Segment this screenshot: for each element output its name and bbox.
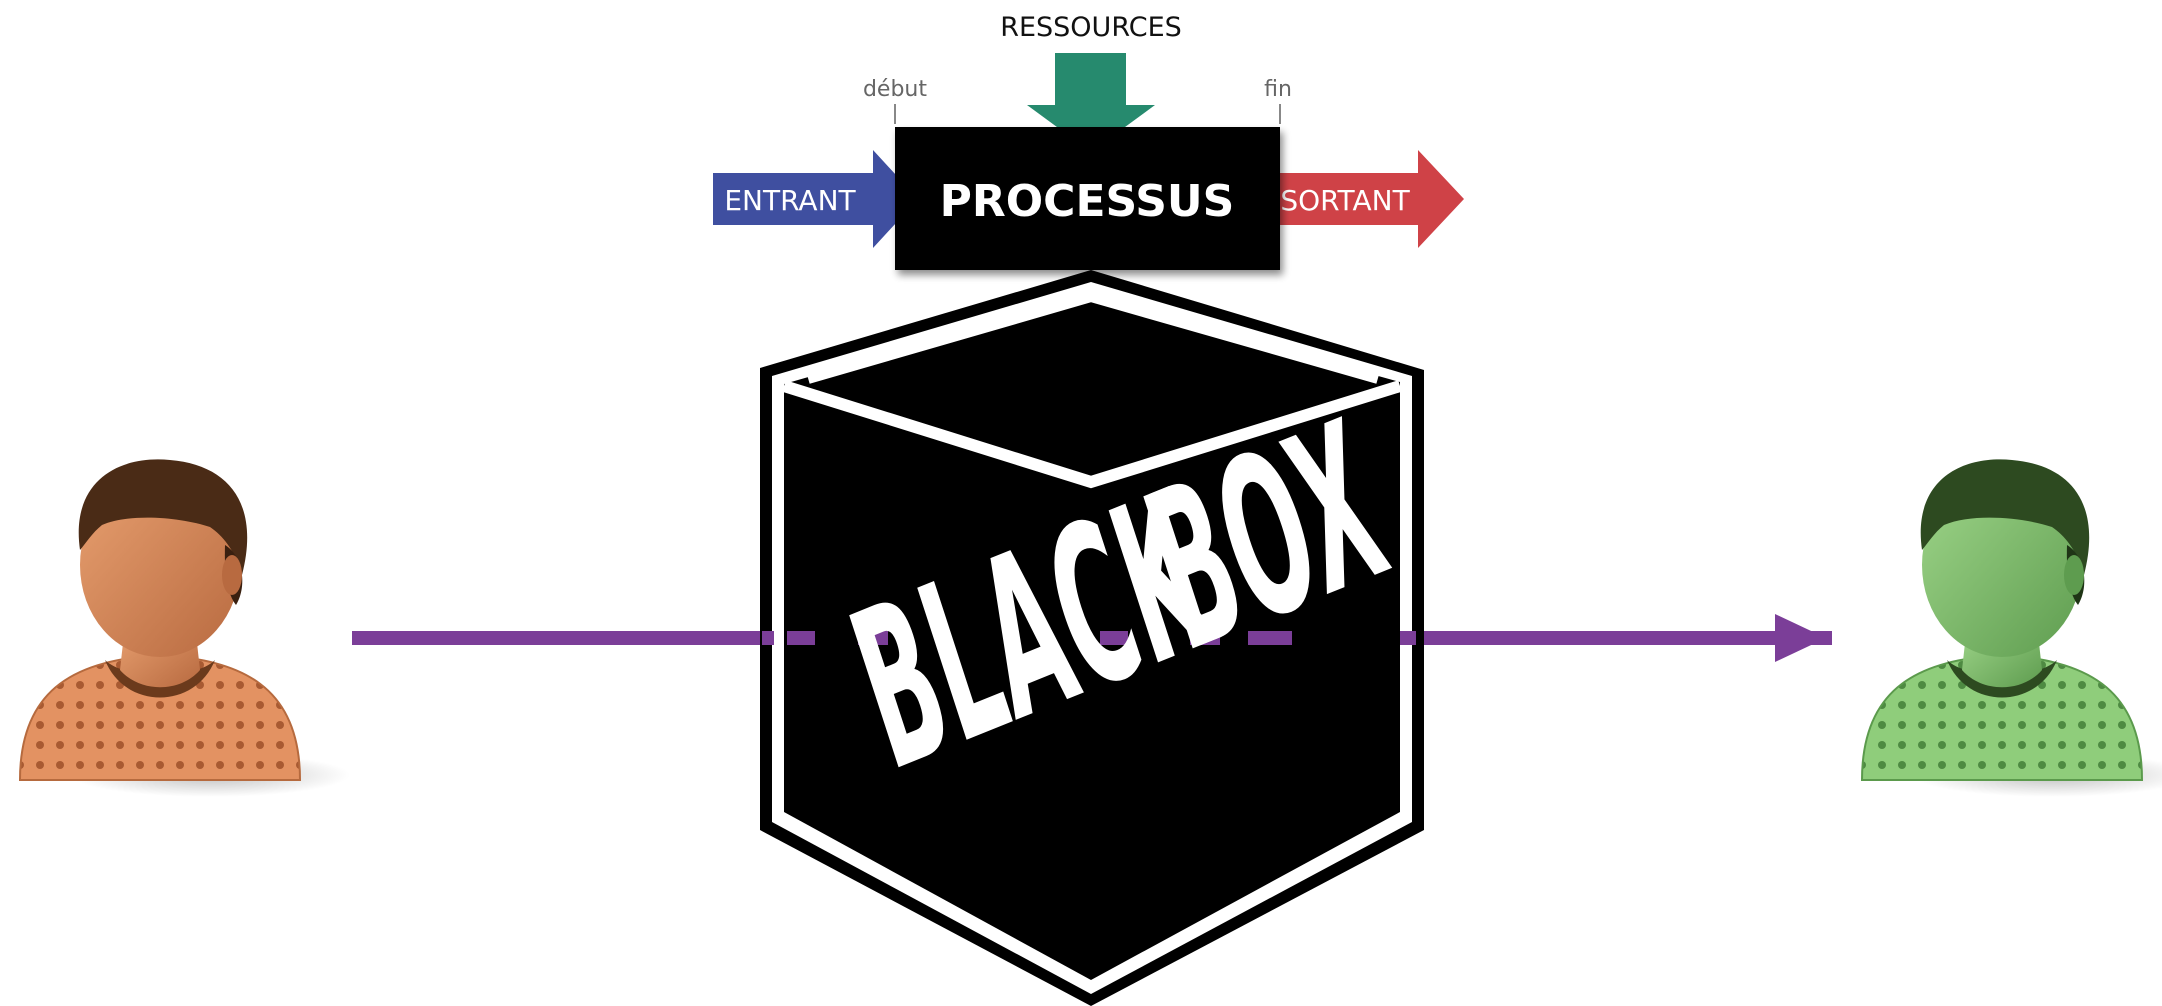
black-box-body (784, 296, 1400, 980)
black-box-top-rim (806, 289, 1380, 384)
end-label: fin (1264, 77, 1292, 102)
input-arrow (713, 150, 918, 248)
process-diagram: RESSOURCES début fin ENTRANT SORTANT PRO… (713, 12, 1464, 270)
black-box-top-edge (782, 380, 1402, 489)
output-person-icon (1860, 459, 2162, 797)
resources-label: RESSOURCES (1000, 12, 1182, 43)
input-person-icon (18, 459, 350, 797)
flow-arrowhead (1775, 614, 1826, 662)
input-label: ENTRANT (724, 184, 856, 217)
start-label: début (863, 77, 927, 102)
process-label: PROCESSUS (940, 176, 1235, 227)
flow-line-through-box (762, 631, 1416, 645)
process-box (895, 127, 1280, 270)
output-arrow (1259, 150, 1464, 248)
black-box: BLACK BOX (760, 270, 1424, 1006)
output-label: SORTANT (1280, 184, 1410, 217)
